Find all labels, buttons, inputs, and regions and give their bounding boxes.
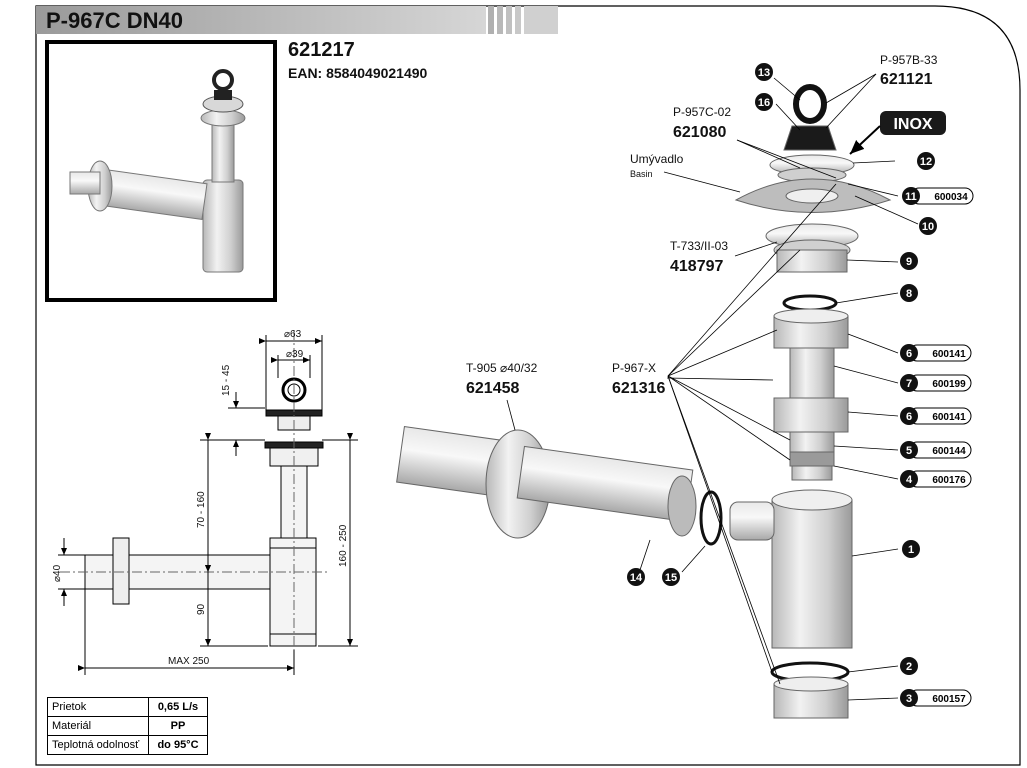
- label-p957b33-code: 621121: [880, 71, 933, 88]
- label-p967x: P-967-X: [612, 361, 656, 375]
- part-badge-6: 600141 6: [900, 344, 972, 362]
- leader-lines: [506, 73, 919, 701]
- dimension-drawing: [58, 330, 358, 675]
- callout-labels: P-957B-33 621121 P-957C-02 621080 Umývad…: [466, 53, 938, 397]
- part-code: 600034: [934, 192, 968, 203]
- part-code: 600141: [932, 412, 966, 423]
- spec-value: 0,65 L/s: [148, 697, 208, 717]
- part-number: 12: [920, 156, 932, 168]
- part-badge-9: 9: [900, 252, 918, 270]
- dim-d39: ⌀39: [286, 349, 304, 360]
- dim-70-160: 70 - 160: [196, 491, 207, 528]
- spec-label: Materiál: [47, 716, 149, 736]
- sheet-frame: [35, 5, 1021, 766]
- dim-d40: ⌀40: [52, 564, 63, 582]
- spec-label: Teplotná odolnosť: [47, 735, 149, 755]
- part-number: 11: [905, 191, 917, 203]
- part-badge-16: 16: [755, 93, 773, 111]
- part-code: 600144: [932, 446, 966, 457]
- part-badge-1: 1: [902, 540, 920, 558]
- part-badge-7: 600199 7: [900, 374, 972, 392]
- part-badge-13: 13: [755, 63, 773, 81]
- part-number: 5: [906, 445, 912, 457]
- dim-d63: ⌀63: [284, 329, 302, 340]
- part-number: 13: [758, 67, 770, 79]
- part-number: 10: [922, 221, 934, 233]
- part-number: 3: [906, 693, 912, 705]
- part-code: 600176: [932, 475, 966, 486]
- part-badge-5: 600144 5: [900, 441, 972, 459]
- part-number: 1: [908, 544, 914, 556]
- part-number: 2: [906, 661, 912, 673]
- product-photo: [45, 40, 277, 302]
- part-number: 6: [906, 348, 912, 360]
- part-number: 7: [906, 378, 912, 390]
- label-t733: T-733/II-03: [670, 239, 728, 253]
- dim-max250: MAX 250: [168, 656, 210, 667]
- part-badge-3: 600157 3: [900, 689, 972, 707]
- part-code: 600157: [932, 694, 966, 705]
- product-ean: EAN: 8584049021490: [288, 65, 428, 81]
- dimension-labels: ⌀63 ⌀39 15 - 45 70 - 160 160 - 250 90 ⌀4…: [52, 329, 349, 667]
- header-band: P-967C DN40: [36, 6, 558, 34]
- spec-row: Materiál PP: [47, 716, 208, 736]
- exploded-view: [396, 84, 892, 719]
- part-badge-6: 600141 6: [900, 407, 972, 425]
- part-badge-11: 600034 11: [902, 187, 974, 205]
- part-number: 8: [906, 288, 912, 300]
- part-badge-4: 600176 4: [900, 470, 972, 488]
- label-t905-code: 621458: [466, 380, 519, 397]
- page-title: P-967C DN40: [46, 8, 183, 33]
- spec-value: PP: [148, 716, 208, 736]
- spec-label: Prietok: [47, 697, 149, 717]
- part-code: 600141: [932, 349, 966, 360]
- label-p957c02-code: 621080: [673, 124, 726, 141]
- label-t733-code: 418797: [670, 258, 723, 275]
- part-badge-15: 15: [662, 568, 680, 586]
- spec-table: Prietok 0,65 L/s Materiál PP Teplotná od…: [47, 697, 208, 755]
- part-number: 6: [906, 411, 912, 423]
- part-number: 16: [758, 97, 770, 109]
- part-number: 9: [906, 256, 912, 268]
- part-badge-12: 12: [917, 152, 935, 170]
- part-badge-8: 8: [900, 284, 918, 302]
- label-p957b33: P-957B-33: [880, 53, 938, 67]
- part-badge-2: 2: [900, 657, 918, 675]
- dim-160-250: 160 - 250: [338, 524, 349, 567]
- label-basin-en: Basin: [630, 169, 653, 179]
- spec-row: Prietok 0,65 L/s: [47, 697, 208, 717]
- part-badge-10: 10: [919, 217, 937, 235]
- part-badges: 1316126000341110986001416600199760014166…: [627, 63, 974, 707]
- part-badge-14: 14: [627, 568, 645, 586]
- part-number: 4: [906, 474, 913, 486]
- dim-90: 90: [196, 603, 207, 615]
- label-p967x-code: 621316: [612, 380, 665, 397]
- part-code: 600199: [932, 379, 966, 390]
- dim-15-45: 15 - 45: [221, 364, 232, 396]
- spec-row: Teplotná odolnosť do 95°C: [47, 735, 208, 755]
- label-basin-cz: Umývadlo: [630, 152, 684, 166]
- inox-badge: INOX: [849, 111, 946, 155]
- svg-text:INOX: INOX: [893, 116, 932, 133]
- spec-value: do 95°C: [148, 735, 208, 755]
- part-number: 15: [665, 572, 677, 584]
- product-code: 621217: [288, 39, 355, 61]
- label-p957c02: P-957C-02: [673, 105, 731, 119]
- label-t905: T-905 ⌀40/32: [466, 361, 538, 375]
- part-number: 14: [630, 572, 643, 584]
